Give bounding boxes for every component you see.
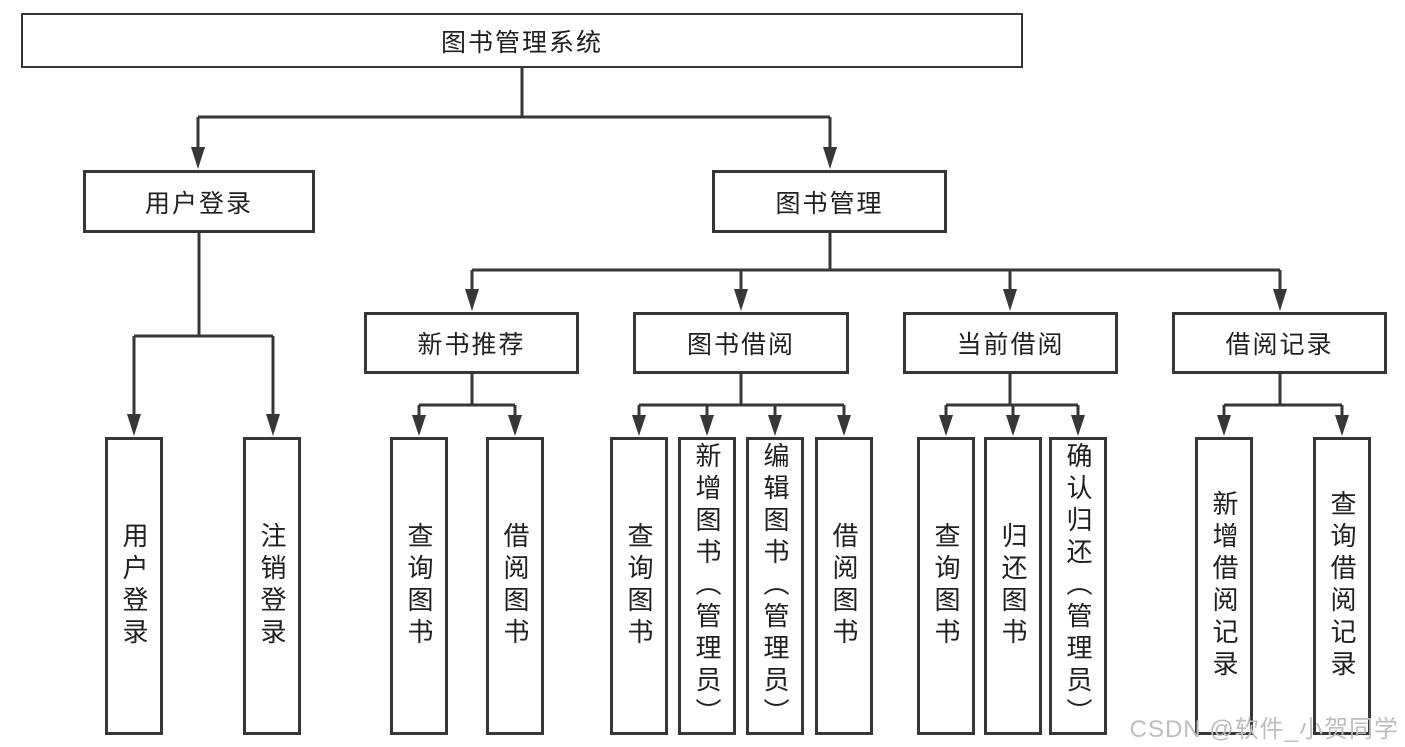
node-borrowing-records: 借阅记录: [1172, 312, 1387, 374]
leaf-user-login: 用户登录: [105, 437, 163, 735]
leaf-return-books: 归还图书: [984, 437, 1042, 735]
node-new-book-recommend: 新书推荐: [364, 312, 579, 374]
leaf-logout-login: 注销登录: [243, 437, 301, 735]
leaf-query-books-recommend: 查询图书: [390, 437, 448, 735]
leaf-query-borrow-record: 查询借阅记录: [1313, 437, 1371, 735]
leaf-query-books-current: 查询图书: [917, 437, 975, 735]
leaf-query-books-borrowing: 查询图书: [610, 437, 668, 735]
node-library-management-system: 图书管理系统: [21, 13, 1023, 68]
leaf-add-borrow-record: 新增借阅记录: [1195, 437, 1253, 735]
node-user-login: 用户登录: [83, 170, 315, 233]
leaf-add-books-admin: 新增图书（管理员）: [678, 437, 736, 735]
node-book-management: 图书管理: [712, 170, 947, 233]
leaf-confirm-return-admin: 确认归还（管理员）: [1049, 437, 1107, 735]
csdn-watermark: CSDN @软件_小贺同学: [1129, 716, 1399, 743]
leaf-borrow-books-recommend: 借阅图书: [486, 437, 544, 735]
leaf-edit-books-admin: 编辑图书（管理员）: [746, 437, 804, 735]
node-book-borrowing: 图书借阅: [633, 312, 849, 374]
leaf-borrow-books: 借阅图书: [815, 437, 873, 735]
node-current-borrowing: 当前借阅: [903, 312, 1118, 374]
